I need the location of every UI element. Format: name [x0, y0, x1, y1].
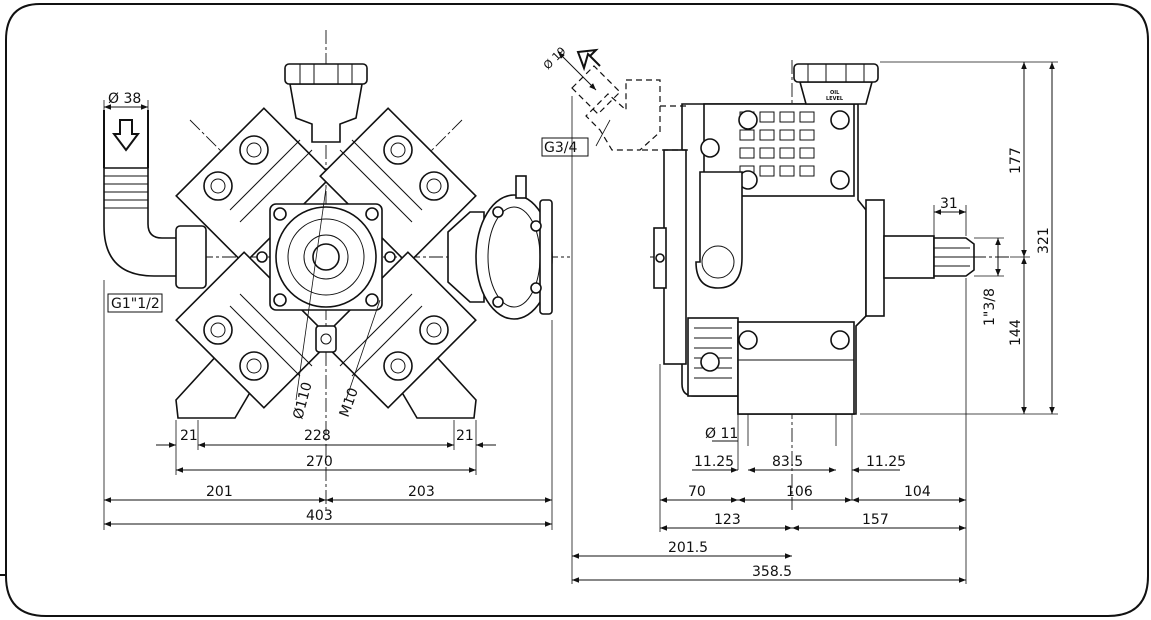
side-shaft-length-label: 31: [940, 196, 958, 212]
valve-caps: [203, 135, 449, 381]
side-inlet-pipe: [695, 171, 743, 289]
inlet-nut: [175, 225, 207, 289]
front-foot-spacing-label: 228: [304, 428, 331, 444]
side-height-total-label: 321: [1036, 227, 1052, 254]
front-right-to-center-label: 203: [408, 484, 435, 500]
oil-tank: [289, 83, 363, 143]
front-pin-diameter-label: Ø110: [290, 380, 315, 421]
side-front-flange: [663, 149, 687, 365]
side-oil-cap: [793, 63, 879, 83]
side-seg-104-label: 104: [904, 484, 931, 500]
side-hole-offset-right-label: 11.25: [866, 454, 906, 470]
side-seg-157-label: 157: [862, 512, 889, 528]
front-foot-right-label: 21: [456, 428, 474, 444]
front-overall-width-label: 403: [306, 508, 333, 524]
pressure-accumulator: [447, 211, 485, 303]
side-height-upper-label: 177: [1008, 147, 1024, 174]
front-view: Ø 38 G1"1/2 Ø110 M10 21 228 21 270 201 2…: [103, 30, 570, 530]
front-dimensions: [103, 100, 553, 530]
side-bolts: [700, 110, 850, 372]
front-foot-left-label: 21: [180, 428, 198, 444]
oil-level-label-line1: OIL: [830, 90, 840, 96]
front-inlet-thread-label: G1"1/2: [111, 296, 160, 312]
outlet-thread-box: [541, 137, 589, 157]
drawing-frame: [5, 3, 1149, 617]
inlet-arrow: [112, 119, 140, 152]
side-shaft-diameter-label: 1"3/8: [982, 288, 998, 326]
side-seg-123-label: 123: [714, 512, 741, 528]
oil-cap: [284, 63, 368, 85]
front-bolt-thread-label: M10: [337, 386, 362, 420]
side-seg-106-label: 106: [786, 484, 813, 500]
oil-level-label-line2: LEVEL: [826, 96, 844, 102]
front-left-to-center-label: 201: [206, 484, 233, 500]
side-hole-spacing-label: 83.5: [772, 454, 803, 470]
outlet-arrow: [576, 48, 601, 72]
shaft-flange: [865, 199, 885, 317]
side-outlet-thread-label: G3/4: [544, 140, 577, 156]
side-hole-diameter-label: Ø 11: [705, 426, 738, 442]
side-dimensions: [557, 51, 1058, 584]
front-base-width-label: 270: [306, 454, 333, 470]
side-height-lower-label: 144: [1008, 319, 1024, 346]
inlet-thread-box: [107, 293, 163, 313]
drain-plug: [315, 325, 337, 353]
hidden-outlet-fitting: [571, 65, 690, 151]
front-inlet-diameter-label: Ø 38: [108, 91, 141, 107]
side-overall-length-label: 358.5: [752, 564, 792, 580]
side-hole-offset-left-label: 11.25: [694, 454, 734, 470]
side-seg-70-label: 70: [688, 484, 706, 500]
side-seg-201-5-label: 201.5: [668, 540, 708, 556]
side-view: OIL LEVEL: [541, 44, 1058, 584]
hub-center: [312, 243, 340, 271]
